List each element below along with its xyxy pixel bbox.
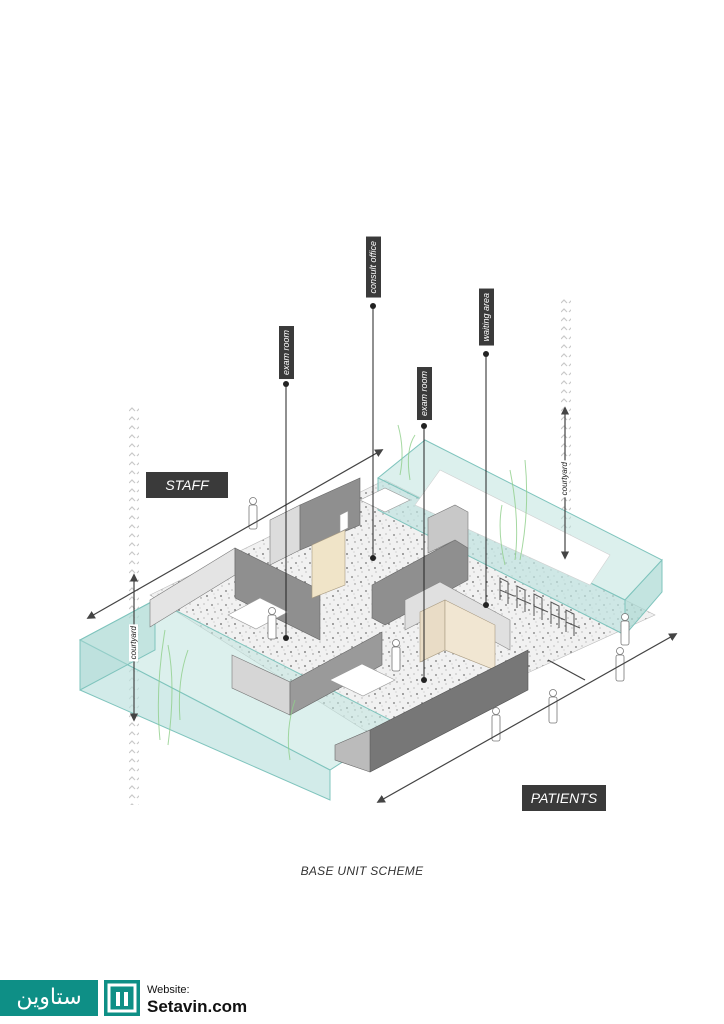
person bbox=[267, 607, 277, 640]
person bbox=[391, 639, 401, 672]
patients-arrow bbox=[376, 633, 678, 803]
person bbox=[548, 689, 558, 724]
vegetation bbox=[157, 424, 528, 761]
leader-dots bbox=[283, 303, 489, 683]
website-label: Website: bbox=[147, 984, 190, 996]
label-waiting-area: waiting area bbox=[479, 289, 494, 346]
label-consult-office: consult office bbox=[366, 237, 381, 298]
diagram-caption: BASE UNIT SCHEME bbox=[300, 864, 424, 878]
waiting-chairs bbox=[499, 577, 581, 636]
website-url[interactable]: Setavin.com bbox=[147, 997, 248, 1016]
leader-lines bbox=[285, 306, 487, 680]
label-courtyard-left: courtyard bbox=[129, 624, 138, 662]
person bbox=[620, 613, 630, 646]
entry-arrow bbox=[547, 659, 586, 681]
label-exam-room-left: exam room bbox=[279, 326, 294, 380]
staff-tag: STAFF bbox=[146, 472, 228, 498]
label-exam-room-right: exam room bbox=[417, 367, 432, 421]
patients-tag: PATIENTS bbox=[522, 785, 606, 811]
brand-logo-text: ستاوین bbox=[0, 980, 98, 1016]
label-courtyard-right: courtyard bbox=[560, 460, 569, 498]
brand-logo-icon bbox=[104, 980, 140, 1016]
